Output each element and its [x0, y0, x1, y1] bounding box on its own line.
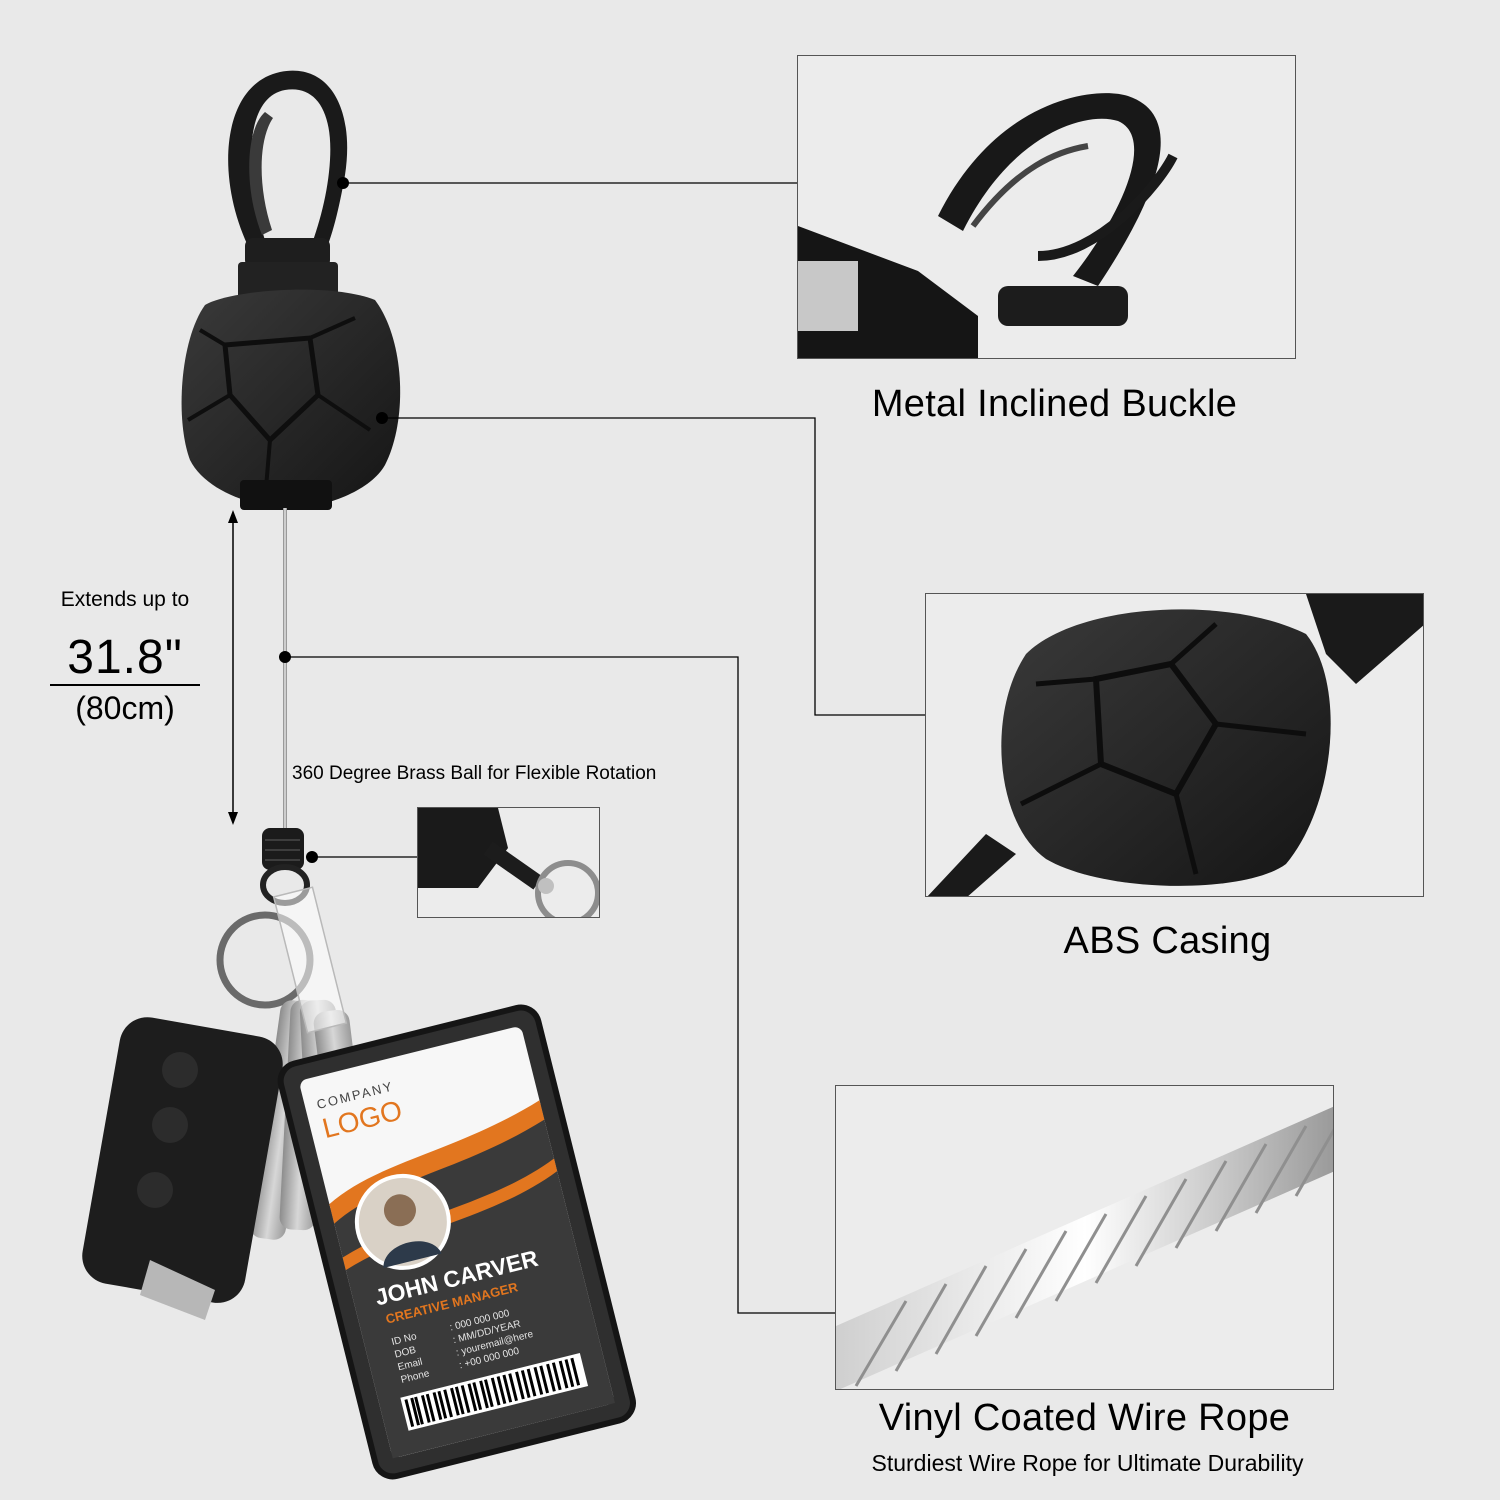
car-key-fob-icon: [82, 1017, 283, 1320]
brass-ball-inset: [417, 807, 600, 918]
extends-label: Extends up to: [60, 588, 190, 611]
reel-casing-icon: [181, 262, 401, 510]
wire-inset: [835, 1085, 1334, 1390]
brass-ball-caption: 360 Degree Brass Ball for Flexible Rotat…: [292, 763, 657, 784]
wire-closeup-icon: [836, 1106, 1333, 1389]
measure-divider: [50, 684, 200, 686]
casing-inset: [925, 593, 1424, 897]
wire-subcaption: Sturdiest Wire Rope for Ultimate Durabil…: [871, 1450, 1304, 1476]
badge-strap: [272, 886, 348, 1034]
casing-closeup-icon: [927, 594, 1423, 896]
swivel-connector-icon: [260, 828, 310, 906]
leader-lines: [285, 182, 925, 1314]
carabiner-icon: [228, 70, 348, 268]
leader-dots: [279, 177, 388, 863]
casing-caption: ABS Casing: [1063, 920, 1272, 962]
extension-length: 31.8": [67, 631, 183, 684]
buckle-caption: Metal Inclined Buckle: [871, 383, 1238, 425]
dimension-arrow: [228, 510, 238, 825]
buckle-inset: [797, 55, 1296, 359]
wire-caption: Vinyl Coated Wire Rope: [878, 1397, 1291, 1439]
buckle-closeup-icon: [798, 93, 1178, 358]
brass-ball-closeup-icon: [418, 808, 599, 917]
id-card-holder: COMPANY LOGO JOHN CARVER CREATIVE MANAGE…: [277, 1004, 636, 1480]
id-field-label: DOB: [394, 1345, 418, 1361]
extension-metric: (80cm): [75, 690, 175, 726]
